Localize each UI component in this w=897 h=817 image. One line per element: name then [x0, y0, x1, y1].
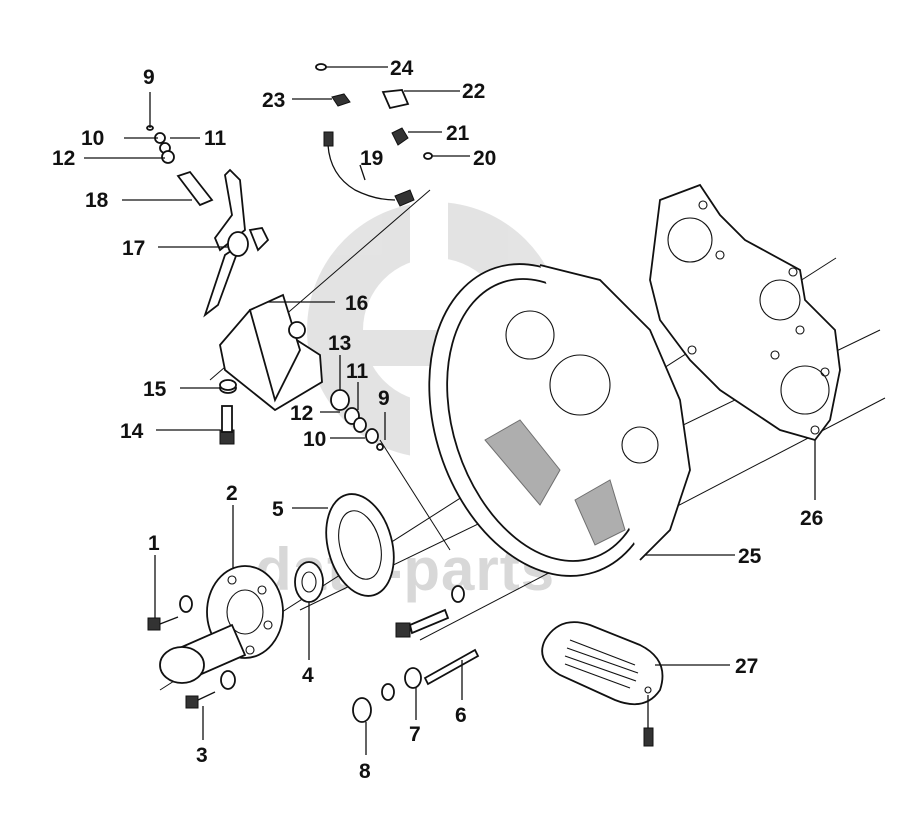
washer — [294, 561, 324, 603]
leader-lines — [84, 66, 816, 755]
callout-23: 23 — [262, 89, 285, 112]
callout-25: 25 — [738, 545, 762, 568]
lever-assembly — [176, 168, 323, 412]
callout-2: 2 — [226, 482, 238, 505]
callout-26: 26 — [800, 507, 823, 530]
callout-11: 11 — [204, 127, 227, 150]
callout-12: 12 — [52, 147, 75, 170]
pipe-fittings — [315, 63, 433, 207]
callout-8: 8 — [359, 760, 371, 783]
callout-27: 27 — [735, 655, 758, 678]
callout-9: 9 — [143, 66, 155, 89]
callout-labels: 9 10 11 12 18 17 16 13 11 12 9 10 15 14 … — [52, 57, 823, 783]
callout-17: 17 — [122, 237, 145, 260]
flange-gasket — [325, 493, 395, 597]
callout-24: 24 — [390, 57, 414, 80]
callout-22: 22 — [462, 80, 485, 103]
callout-3: 3 — [196, 744, 208, 767]
flywheel-housing — [428, 263, 691, 577]
callout-10-lower: 10 — [303, 428, 326, 451]
callout-4: 4 — [302, 664, 314, 687]
callout-1: 1 — [148, 532, 160, 555]
callout-18: 18 — [85, 189, 109, 212]
callout-20: 20 — [473, 147, 496, 170]
output-flange — [159, 565, 284, 684]
callout-7: 7 — [409, 723, 421, 746]
callout-21: 21 — [446, 122, 470, 145]
callout-15: 15 — [143, 378, 167, 401]
callout-5: 5 — [272, 498, 284, 521]
callout-19: 19 — [360, 147, 383, 170]
callout-11-lower: 11 — [346, 360, 369, 383]
callout-14: 14 — [120, 420, 144, 443]
callout-13: 13 — [328, 332, 351, 355]
callout-10: 10 — [81, 127, 104, 150]
callout-6: 6 — [455, 704, 467, 727]
callout-12-lower: 12 — [290, 402, 313, 425]
gasket — [649, 183, 841, 442]
callout-9-lower: 9 — [378, 387, 390, 410]
bolts — [147, 382, 480, 723]
inspection-cover — [541, 621, 664, 747]
callout-16: 16 — [345, 292, 368, 315]
